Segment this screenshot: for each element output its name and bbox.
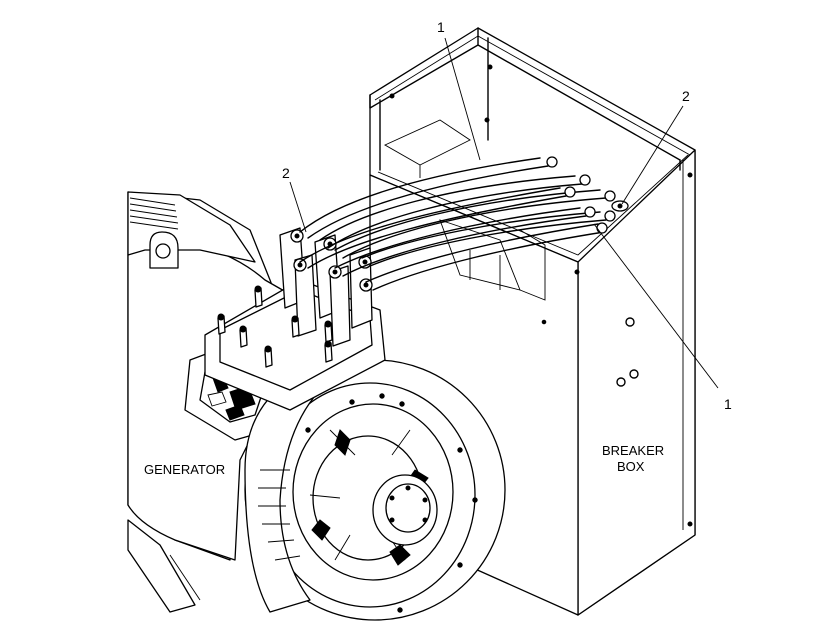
callout-1-top: 1 xyxy=(437,19,445,35)
callout-leaders xyxy=(289,37,719,389)
power-cables xyxy=(299,156,629,291)
cooling-fins xyxy=(129,197,179,230)
terminal-studs xyxy=(217,285,333,368)
terminal-block-assembly xyxy=(204,227,386,411)
callout-1-right: 1 xyxy=(724,396,732,412)
vent-slots xyxy=(258,469,301,561)
terminal-posts xyxy=(279,227,373,347)
generator-label: GENERATOR xyxy=(144,462,225,477)
callout-2-right: 2 xyxy=(682,88,690,104)
breaker-box xyxy=(369,27,696,616)
breaker-side-lugs xyxy=(546,156,629,234)
lifting-eye xyxy=(149,231,179,269)
callout-2-left: 2 xyxy=(282,165,290,181)
breaker-box-label-line1: BREAKER xyxy=(602,443,664,458)
breaker-box-label-line2: BOX xyxy=(617,459,645,474)
generator-end-bell xyxy=(244,359,506,621)
